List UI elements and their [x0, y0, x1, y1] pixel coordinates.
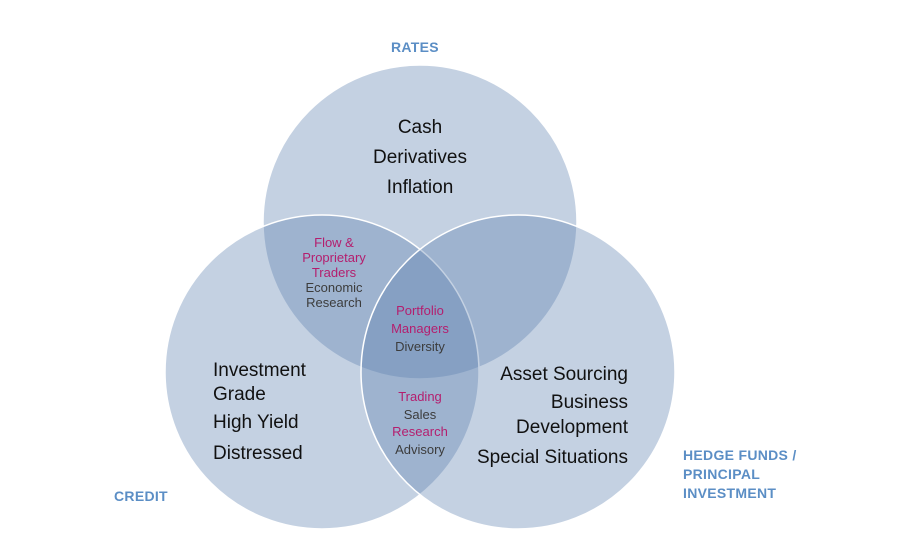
overlap-highlight-text: Traders — [311, 265, 357, 280]
hedge-funds-items: Asset Sourcing Business Development Spec… — [448, 361, 628, 477]
overlap-plain-text: Economic — [305, 280, 363, 295]
credit-item: Distressed — [213, 443, 303, 464]
rates-credit-overlap: Flow & Proprietary Traders Economic Rese… — [284, 235, 384, 310]
overlap-highlight-text: Portfolio — [396, 303, 444, 318]
hedge-funds-item: Special Situations — [476, 447, 628, 468]
hedge-funds-set-label: HEDGE FUNDS / PRINCIPAL INVESTMENT — [683, 446, 797, 503]
overlap-plain-text: Research — [306, 295, 362, 310]
credit-item: High Yield — [213, 412, 299, 433]
hedge-funds-item: Asset Sourcing — [500, 364, 628, 385]
hedge-funds-circle — [360, 214, 676, 530]
overlap-highlight-text: Research — [392, 424, 448, 439]
all-three-overlap: Portfolio Managers Diversity — [370, 302, 470, 356]
overlap-plain-text: Advisory — [395, 441, 445, 457]
rates-item: Inflation — [386, 177, 454, 198]
rates-set-label: RATES — [391, 39, 439, 55]
credit-item: Investment — [213, 360, 306, 381]
rates-item: Derivatives — [373, 147, 467, 168]
hedge-funds-label-line: HEDGE FUNDS / — [683, 447, 797, 463]
overlap-highlight-text: Trading — [398, 389, 442, 404]
rates-item: Cash — [397, 117, 443, 138]
hedge-funds-label-line: PRINCIPAL — [683, 466, 761, 482]
hedge-funds-item: Development — [516, 417, 628, 438]
credit-circle — [164, 214, 480, 530]
hedge-funds-label-line: INVESTMENT — [683, 485, 777, 501]
overlap-highlight-text: Proprietary — [302, 250, 366, 265]
credit-item: Grade — [213, 384, 266, 405]
overlap-highlight-text: Managers — [391, 321, 449, 336]
overlap-highlight-text: Flow & — [314, 235, 354, 250]
overlap-plain-text: Sales — [403, 406, 437, 422]
hedge-funds-item: Business — [550, 392, 628, 413]
credit-items: Investment Grade High Yield Distressed — [213, 359, 306, 469]
credit-set-label: CREDIT — [114, 488, 168, 504]
credit-hedge-overlap: Trading Sales Research Advisory — [370, 388, 470, 458]
rates-items: Cash Derivatives Inflation — [320, 113, 520, 203]
overlap-plain-text: Diversity — [395, 339, 445, 354]
rates-circle — [262, 64, 578, 380]
